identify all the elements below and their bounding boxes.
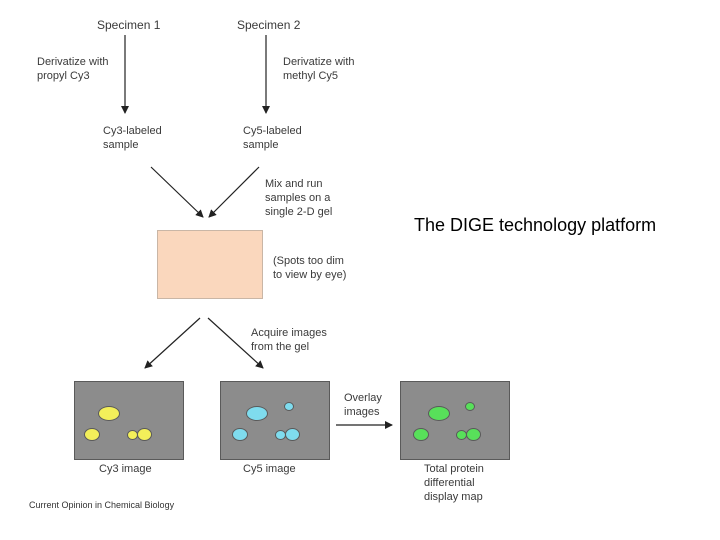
gel-spot	[465, 402, 475, 411]
gel-spot	[285, 428, 300, 441]
arrow-cy5-to-gel	[208, 166, 260, 218]
specimen-1-label: Specimen 1	[97, 18, 161, 32]
cy3-image-panel	[74, 381, 184, 460]
gel-spot	[98, 406, 120, 421]
cy5-image-panel	[220, 381, 330, 460]
arrow-gel-to-cy5	[207, 317, 264, 369]
gel-spot	[246, 406, 268, 421]
gel-spot	[137, 428, 152, 441]
gel-spot	[284, 402, 294, 411]
arrow-cy3-to-gel	[150, 166, 204, 218]
source-credit: Current Opinion in Chemical Biology	[29, 500, 175, 510]
gel-spot	[84, 428, 100, 441]
gel-spot	[428, 406, 450, 421]
slide-title: The DIGE technology platform	[414, 215, 657, 235]
total-protein-map-panel	[400, 381, 510, 460]
gel-spot	[232, 428, 248, 441]
gel-spot	[413, 428, 429, 441]
2d-gel	[157, 230, 263, 299]
specimen-2-label: Specimen 2	[237, 18, 301, 32]
arrow-gel-to-cy3	[144, 317, 201, 369]
gel-spot	[466, 428, 481, 441]
cy5-image-label: Cy5 image	[243, 463, 296, 475]
cy3-image-label: Cy3 image	[99, 463, 152, 475]
